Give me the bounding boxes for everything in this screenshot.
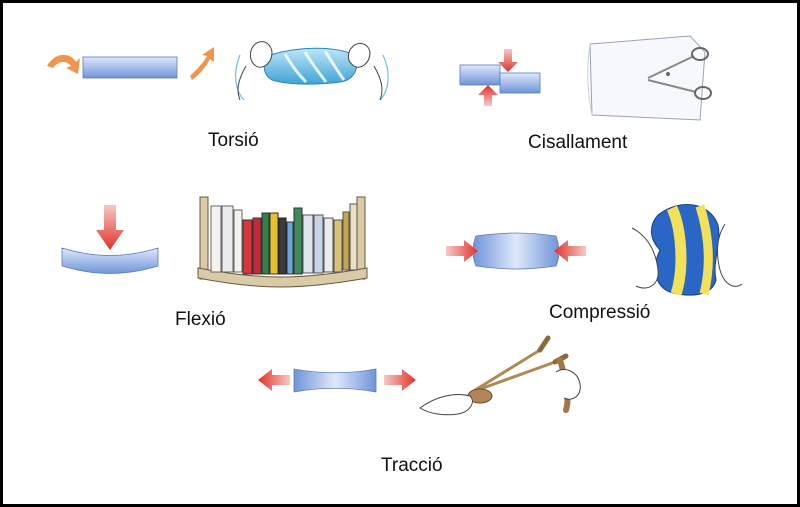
torsion-group — [47, 41, 389, 101]
compression-bar — [472, 232, 560, 270]
torsion-bar — [82, 56, 178, 79]
label-torsio: Torsió — [208, 130, 259, 151]
tension-group — [258, 335, 581, 416]
label-flexio: Flexió — [175, 309, 226, 330]
bending-bar — [61, 247, 159, 274]
label-traccio: Tracció — [381, 455, 443, 476]
shear-group — [459, 35, 712, 121]
shear-arrow-down-icon — [498, 49, 518, 72]
compression-group — [446, 204, 743, 296]
compression-arrow-left-icon — [554, 240, 586, 262]
tension-arrow-right-icon — [384, 369, 416, 391]
bending-group — [61, 196, 368, 288]
shear-arrow-up-icon — [478, 85, 498, 106]
tension-bar — [293, 368, 377, 393]
tension-arrow-left-icon — [258, 369, 290, 391]
bending-arrow-down-icon — [96, 205, 124, 250]
label-compressio: Compressió — [549, 302, 651, 323]
twisting-towel-hands-illustration — [235, 41, 389, 101]
bookshelf-sagging-illustration — [197, 196, 368, 288]
slingshot-stretch-hands-illustration — [419, 335, 581, 416]
squeezed-ball-hands-illustration — [631, 204, 743, 296]
torsion-arrow-right-icon — [190, 47, 214, 80]
shear-block-left — [459, 64, 501, 86]
compression-arrow-right-icon — [446, 240, 478, 262]
shear-block-right — [499, 72, 541, 94]
label-cisallament: Cisallament — [528, 132, 628, 153]
torsion-arrow-left-icon — [47, 54, 80, 74]
scissors-cutting-paper-illustration — [587, 35, 712, 121]
